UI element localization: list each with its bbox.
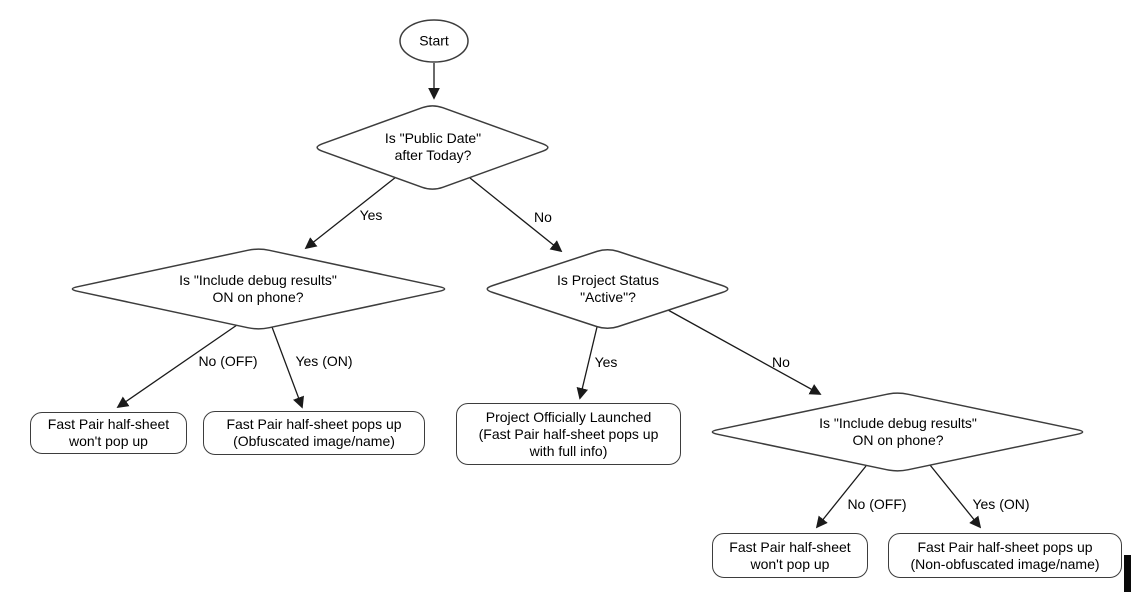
decision-debug-left-shape xyxy=(71,248,446,330)
decision-public-date-shape xyxy=(316,105,549,190)
outcome-no-popup-right: Fast Pair half-sheet won't pop up xyxy=(712,533,868,578)
edge-label-debug-right-no: No (OFF) xyxy=(847,496,907,512)
edge-label-public-date-yes: Yes xyxy=(359,207,383,223)
edge-debug-left-yes xyxy=(271,326,304,409)
edge-project-status-no xyxy=(667,309,822,395)
decision-debug-left-label: Is "Include debug results" ON on phone? xyxy=(179,272,337,305)
edge-debug-left-no xyxy=(116,324,238,408)
decision-project-status-shape xyxy=(486,248,729,330)
edge-public-date-no xyxy=(469,177,563,253)
start-node-label: Start xyxy=(419,32,449,49)
edge-label-debug-right-yes: Yes (ON) xyxy=(972,496,1030,512)
text-cursor xyxy=(1124,555,1131,592)
edge-debug-right-yes xyxy=(929,464,982,529)
edge-label-project-status-no: No xyxy=(772,354,790,370)
decision-debug-right-label: Is "Include debug results" ON on phone? xyxy=(819,415,977,448)
edge-public-date-yes xyxy=(304,176,397,250)
edge-label-project-status-yes: Yes xyxy=(594,354,618,370)
edge-project-status-yes xyxy=(576,326,598,400)
outcome-non-obfuscated: Fast Pair half-sheet pops up (Non-obfusc… xyxy=(888,533,1122,578)
decision-project-status-label: Is Project Status "Active"? xyxy=(557,272,659,305)
start-ellipse xyxy=(399,19,469,63)
outcome-launched: Project Officially Launched (Fast Pair h… xyxy=(456,403,681,465)
edge-label-debug-left-yes: Yes (ON) xyxy=(295,353,353,369)
outcome-obfuscated: Fast Pair half-sheet pops up (Obfuscated… xyxy=(203,411,425,455)
edge-label-debug-left-no: No (OFF) xyxy=(198,353,258,369)
edge-debug-right-no xyxy=(815,465,867,529)
decision-public-date-label: Is "Public Date" after Today? xyxy=(384,130,482,163)
decision-debug-right-shape xyxy=(711,392,1084,472)
outcome-no-popup-left: Fast Pair half-sheet won't pop up xyxy=(30,412,187,454)
edge-label-public-date-no: No xyxy=(534,209,552,225)
